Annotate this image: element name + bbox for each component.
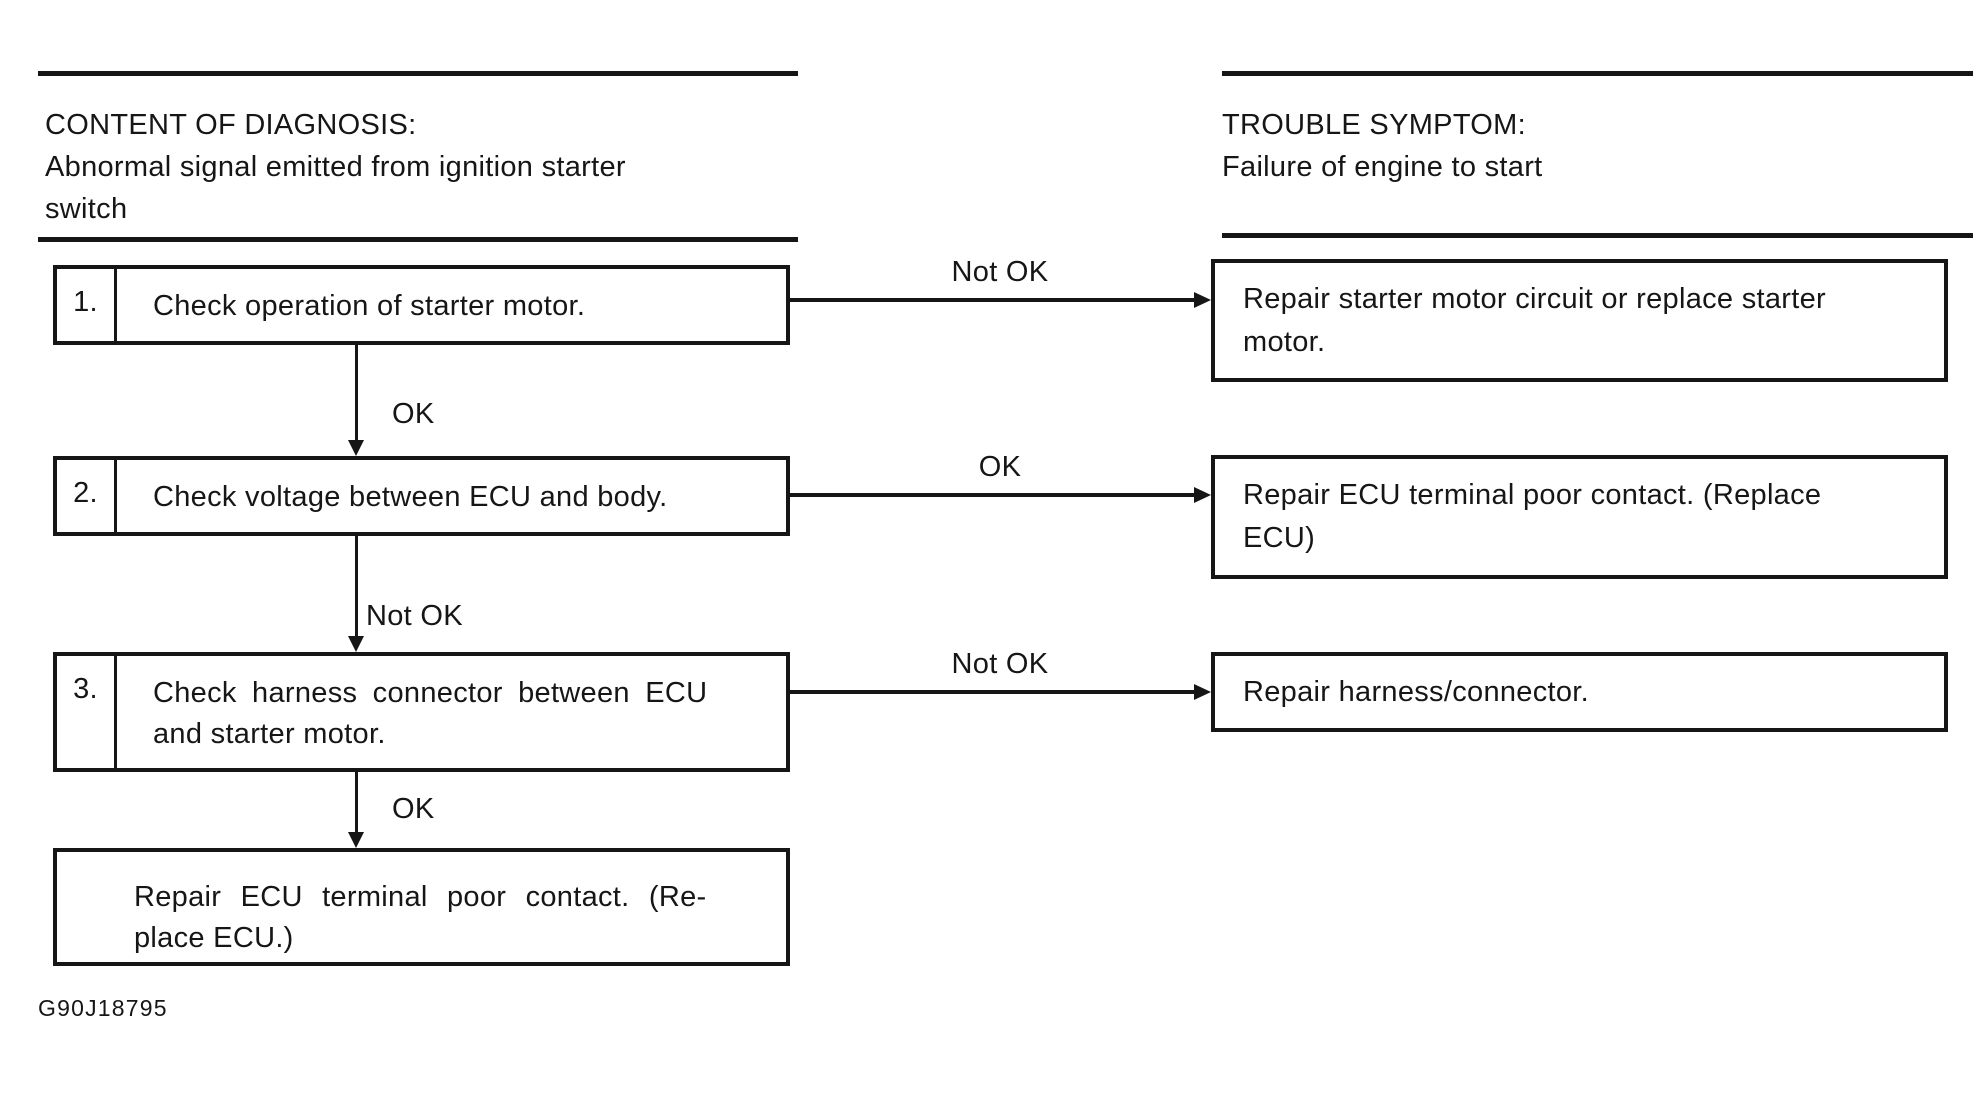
result-box-2: Repair ECU terminal poor contact. (Repla… xyxy=(1211,455,1948,579)
result-2-line-1: Repair ECU terminal poor contact. (Repla… xyxy=(1243,479,1822,511)
arrow-step2-to-step3 xyxy=(355,536,358,636)
arrowhead-step2-to-step3 xyxy=(348,636,364,652)
result-2-line-2: ECU) xyxy=(1243,522,1316,554)
step-box-2: 2. Check voltage between ECU and body. xyxy=(53,456,790,536)
final-action-line-1: Repair ECU terminal poor contact. (Re- xyxy=(134,881,707,913)
step-2-number: 2. xyxy=(57,460,117,532)
arrowhead-step1-to-result1 xyxy=(1194,292,1211,308)
step-box-1: 1. Check operation of starter motor. xyxy=(53,265,790,345)
trouble-symptom-title: TROUBLE SYMPTOM: xyxy=(1222,109,1526,141)
arrow-label-not-ok-2: Not OK xyxy=(366,600,463,632)
step-2-line-1: Check voltage between ECU and body. xyxy=(153,481,668,513)
content-of-diagnosis-title: CONTENT OF DIAGNOSIS: xyxy=(45,109,417,141)
content-of-diagnosis-line2: switch xyxy=(45,193,128,225)
arrow-label-ok-3: OK xyxy=(392,793,435,825)
header-rule-right xyxy=(1222,71,1973,76)
content-of-diagnosis-line1: Abnormal signal emitted from ignition st… xyxy=(45,151,626,183)
result-box-3: Repair harness/connector. xyxy=(1211,652,1948,732)
divider-rule-right xyxy=(1222,233,1973,238)
arrowhead-step2-to-result2 xyxy=(1194,487,1211,503)
arrow-label-ok-1: OK xyxy=(392,398,435,430)
result-box-1: Repair starter motor circuit or replace … xyxy=(1211,259,1948,382)
final-action-line-2: place ECU.) xyxy=(134,922,294,954)
arrowhead-step1-to-step2 xyxy=(348,440,364,456)
trouble-symptom-line1: Failure of engine to start xyxy=(1222,151,1543,183)
final-action-box: Repair ECU terminal poor contact. (Re- p… xyxy=(53,848,790,966)
arrow-step2-to-result2 xyxy=(790,493,1196,497)
arrowhead-step3-to-result3 xyxy=(1194,684,1211,700)
arrow-label-not-ok-3: Not OK xyxy=(951,648,1049,680)
arrow-step1-to-step2 xyxy=(355,345,358,442)
arrow-label-not-ok-1: Not OK xyxy=(951,256,1049,288)
result-1-line-2: motor. xyxy=(1243,326,1326,358)
trouble-symptom-block: TROUBLE SYMPTOM: Failure of engine to st… xyxy=(1222,104,1543,188)
step-1-number: 1. xyxy=(57,269,117,341)
content-of-diagnosis-block: CONTENT OF DIAGNOSIS: Abnormal signal em… xyxy=(45,104,626,230)
step-3-line-2: and starter motor. xyxy=(153,718,386,750)
step-1-line-1: Check operation of starter motor. xyxy=(153,290,586,322)
header-rule-left xyxy=(38,71,798,76)
figure-code: G90J18795 xyxy=(38,995,168,1021)
step-box-3: 3. Check harness connector between ECU a… xyxy=(53,652,790,772)
arrow-step3-to-result3 xyxy=(790,690,1196,694)
step-3-line-1: Check harness connector between ECU xyxy=(153,677,708,709)
divider-rule-left xyxy=(38,237,798,242)
result-1-line-1: Repair starter motor circuit or replace … xyxy=(1243,283,1826,315)
arrow-step3-to-final xyxy=(355,772,358,832)
arrowhead-step3-to-final xyxy=(348,832,364,848)
step-3-number: 3. xyxy=(57,656,117,768)
result-3-line-1: Repair harness/connector. xyxy=(1243,676,1590,708)
arrow-step1-to-result1 xyxy=(790,298,1196,302)
arrow-label-ok-2: OK xyxy=(978,451,1022,483)
